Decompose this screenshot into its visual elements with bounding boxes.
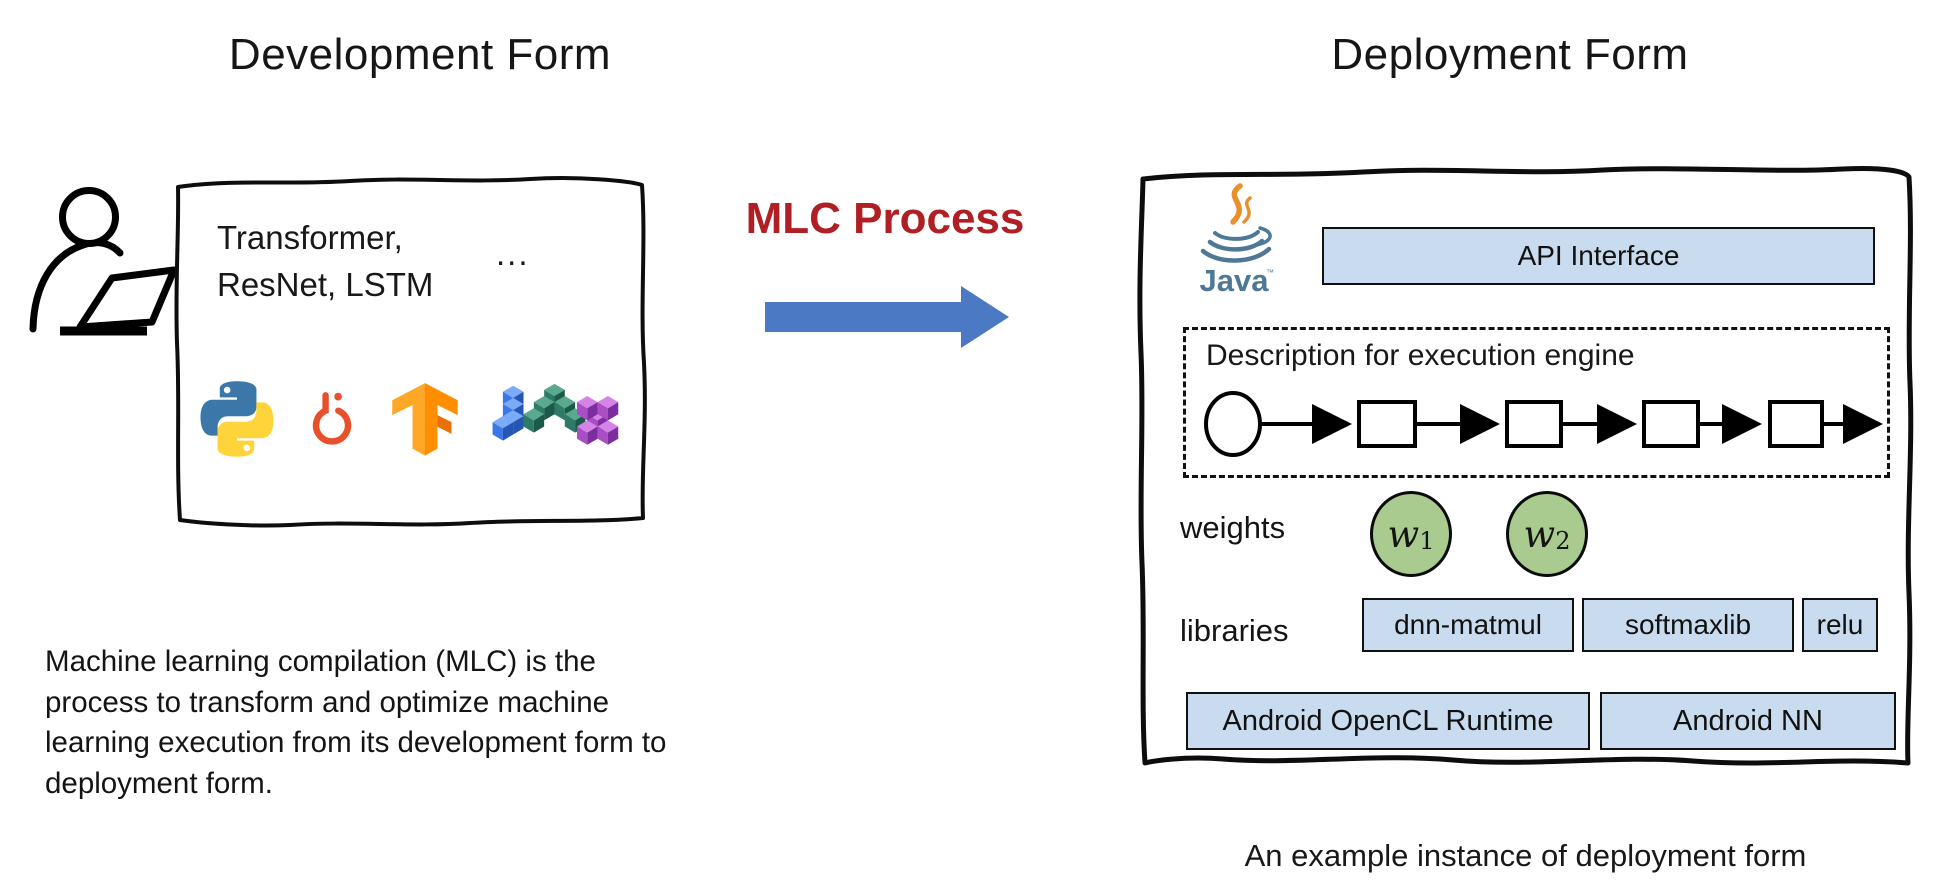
library-box-softmaxlib: softmaxlib [1582,598,1794,652]
person-at-laptop-icon [29,187,176,336]
development-box: Transformer, ResNet, LSTM ... [170,173,650,530]
flow-step-node [1357,400,1417,448]
weight-symbol: w [1387,512,1420,556]
ellipsis: ... [496,235,530,272]
model-names: Transformer, ResNet, LSTM [217,215,433,309]
execution-engine-description-label: Description for execution engine [1206,339,1635,372]
runtime-label: Android NN [1673,704,1823,737]
runtime-box-android-opencl: Android OpenCL Runtime [1186,692,1590,750]
weight-subscript: 2 [1555,527,1571,555]
framework-logos [196,371,626,466]
library-label: dnn-matmul [1394,609,1542,640]
execution-engine-description-box: Description for execution engine [1183,327,1890,478]
tensorflow-logo [392,382,458,456]
execution-flow-diagram [1204,391,1883,457]
mlc-arrow-icon [765,286,1009,348]
java-wordmark: Java [1200,263,1270,298]
mlc-process-label: MLC Process [745,194,1025,243]
flow-step-node [1642,400,1700,448]
model-names-line2: ResNet, LSTM [217,265,434,303]
hand-drawn-border [174,176,647,528]
library-label: softmaxlib [1624,609,1752,640]
library-box-dnn-matmul: dnn-matmul [1362,598,1574,652]
flow-start-node [1204,391,1262,457]
java-trademark: ™ [1266,268,1274,277]
runtime-label: Android OpenCL Runtime [1222,704,1554,737]
weights-label: weights [1180,510,1286,545]
deployment-caption: An example instance of deployment form [1244,838,1807,873]
flow-step-node [1505,400,1563,448]
runtime-box-android-nn: Android NN [1600,692,1896,750]
python-logo [200,380,274,457]
deployment-form-title: Deployment Form [1331,30,1689,79]
mlc-definition-paragraph: Machine learning compilation (MLC) is th… [45,645,667,801]
flow-step-node [1768,400,1824,448]
api-interface-label: API Interface [1517,240,1680,271]
deployment-box: Java ™ API Interface Description for exe… [1133,163,1918,778]
java-logo: Java ™ [1200,183,1274,298]
library-label: relu [1816,609,1864,640]
pytorch-logo [312,391,352,445]
weight-symbol: w [1523,512,1556,556]
model-names-line1: Transformer, [217,219,403,256]
library-box-relu: relu [1802,598,1878,652]
jax-logo [492,383,619,445]
development-form-title: Development Form [228,30,612,79]
libraries-label: libraries [1180,613,1289,648]
api-interface-box: API Interface [1322,227,1875,285]
weight-subscript: 1 [1419,527,1435,555]
